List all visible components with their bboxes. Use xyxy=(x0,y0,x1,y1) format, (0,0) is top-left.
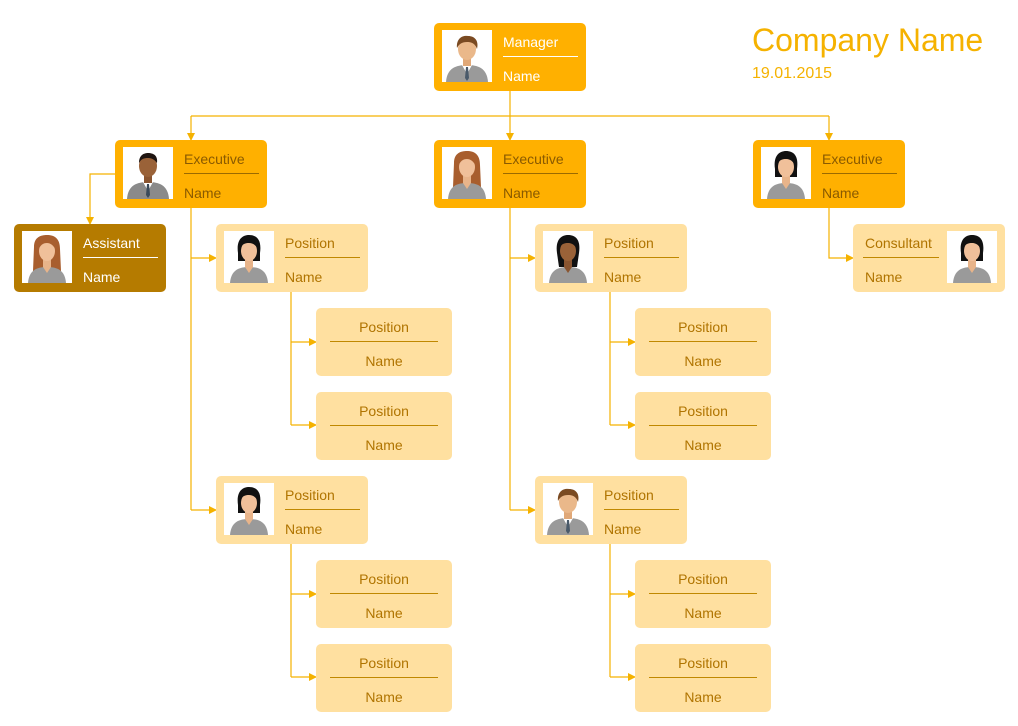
node-role: Assistant xyxy=(83,235,140,251)
node-name: Name xyxy=(365,689,403,705)
node-position-middle-2[interactable]: Position Name xyxy=(535,476,687,544)
divider xyxy=(503,56,578,57)
node-assistant[interactable]: Assistant Name xyxy=(14,224,166,292)
node-role: Position xyxy=(678,655,728,671)
node-position-left-1b[interactable]: Position Name xyxy=(316,392,452,460)
node-name: Name xyxy=(822,185,860,201)
node-executive-right[interactable]: Executive Name xyxy=(753,140,905,208)
woman-bob-icon xyxy=(224,231,274,283)
man-suit-icon xyxy=(543,483,593,535)
divider xyxy=(330,593,438,594)
divider xyxy=(330,341,438,342)
node-name: Name xyxy=(684,689,722,705)
node-position-middle-1a[interactable]: Position Name xyxy=(635,308,771,376)
node-role: Position xyxy=(359,571,409,587)
node-role: Executive xyxy=(184,151,245,167)
woman-bob-icon xyxy=(947,231,997,283)
node-position-left-2[interactable]: Position Name xyxy=(216,476,368,544)
woman-long-hair-icon xyxy=(22,231,72,283)
node-role: Consultant xyxy=(865,235,932,251)
node-name: Name xyxy=(684,437,722,453)
node-role: Position xyxy=(359,655,409,671)
man-dark-icon xyxy=(123,147,173,199)
woman-long-hair-icon xyxy=(442,147,492,199)
man-suit-icon xyxy=(442,30,492,82)
connector-exec-assistant xyxy=(86,173,115,225)
chart-date: 19.01.2015 xyxy=(752,65,833,82)
node-consultant[interactable]: Consultant Name xyxy=(853,224,1005,292)
node-role: Position xyxy=(359,319,409,335)
node-name: Name xyxy=(365,437,403,453)
divider xyxy=(649,341,757,342)
node-role: Executive xyxy=(503,151,564,167)
node-role: Position xyxy=(604,487,654,503)
node-position-middle-2a[interactable]: Position Name xyxy=(635,560,771,628)
node-position-middle-1[interactable]: Position Name xyxy=(535,224,687,292)
woman-bob-icon xyxy=(224,483,274,535)
node-role: Manager xyxy=(503,34,559,50)
node-position-middle-2b[interactable]: Position Name xyxy=(635,644,771,712)
title-block: Company Name 19.01.2015 xyxy=(752,22,983,83)
node-role: Executive xyxy=(822,151,883,167)
node-role: Position xyxy=(285,235,335,251)
node-name: Name xyxy=(684,605,722,621)
woman-bob-icon xyxy=(761,147,811,199)
divider xyxy=(604,509,679,510)
node-executive-left[interactable]: Executive Name xyxy=(115,140,267,208)
divider xyxy=(604,257,679,258)
node-role: Position xyxy=(285,487,335,503)
node-name: Name xyxy=(184,185,222,201)
node-role: Position xyxy=(359,403,409,419)
divider xyxy=(184,173,259,174)
node-position-left-1[interactable]: Position Name xyxy=(216,224,368,292)
node-position-left-2b[interactable]: Position Name xyxy=(316,644,452,712)
divider xyxy=(285,257,360,258)
node-manager[interactable]: Manager Name xyxy=(434,23,586,91)
node-position-left-1a[interactable]: Position Name xyxy=(316,308,452,376)
woman-dark-icon xyxy=(543,231,593,283)
connector-exec-right-consultant xyxy=(828,208,854,262)
node-name: Name xyxy=(285,269,323,285)
divider xyxy=(330,677,438,678)
divider xyxy=(822,173,897,174)
node-role: Position xyxy=(604,235,654,251)
divider xyxy=(503,173,578,174)
divider xyxy=(330,425,438,426)
node-name: Name xyxy=(604,521,642,537)
node-role: Position xyxy=(678,403,728,419)
node-name: Name xyxy=(865,269,903,285)
node-role: Position xyxy=(678,319,728,335)
node-role: Position xyxy=(678,571,728,587)
node-name: Name xyxy=(503,68,541,84)
node-executive-middle[interactable]: Executive Name xyxy=(434,140,586,208)
divider xyxy=(83,257,158,258)
node-name: Name xyxy=(285,521,323,537)
node-name: Name xyxy=(503,185,541,201)
company-name: Company Name xyxy=(752,22,984,58)
divider xyxy=(863,257,939,258)
node-name: Name xyxy=(365,605,403,621)
node-name: Name xyxy=(604,269,642,285)
node-name: Name xyxy=(83,269,121,285)
divider xyxy=(285,509,360,510)
node-position-middle-1b[interactable]: Position Name xyxy=(635,392,771,460)
node-name: Name xyxy=(684,353,722,369)
divider xyxy=(649,593,757,594)
divider xyxy=(649,677,757,678)
node-position-left-2a[interactable]: Position Name xyxy=(316,560,452,628)
node-name: Name xyxy=(365,353,403,369)
divider xyxy=(649,425,757,426)
